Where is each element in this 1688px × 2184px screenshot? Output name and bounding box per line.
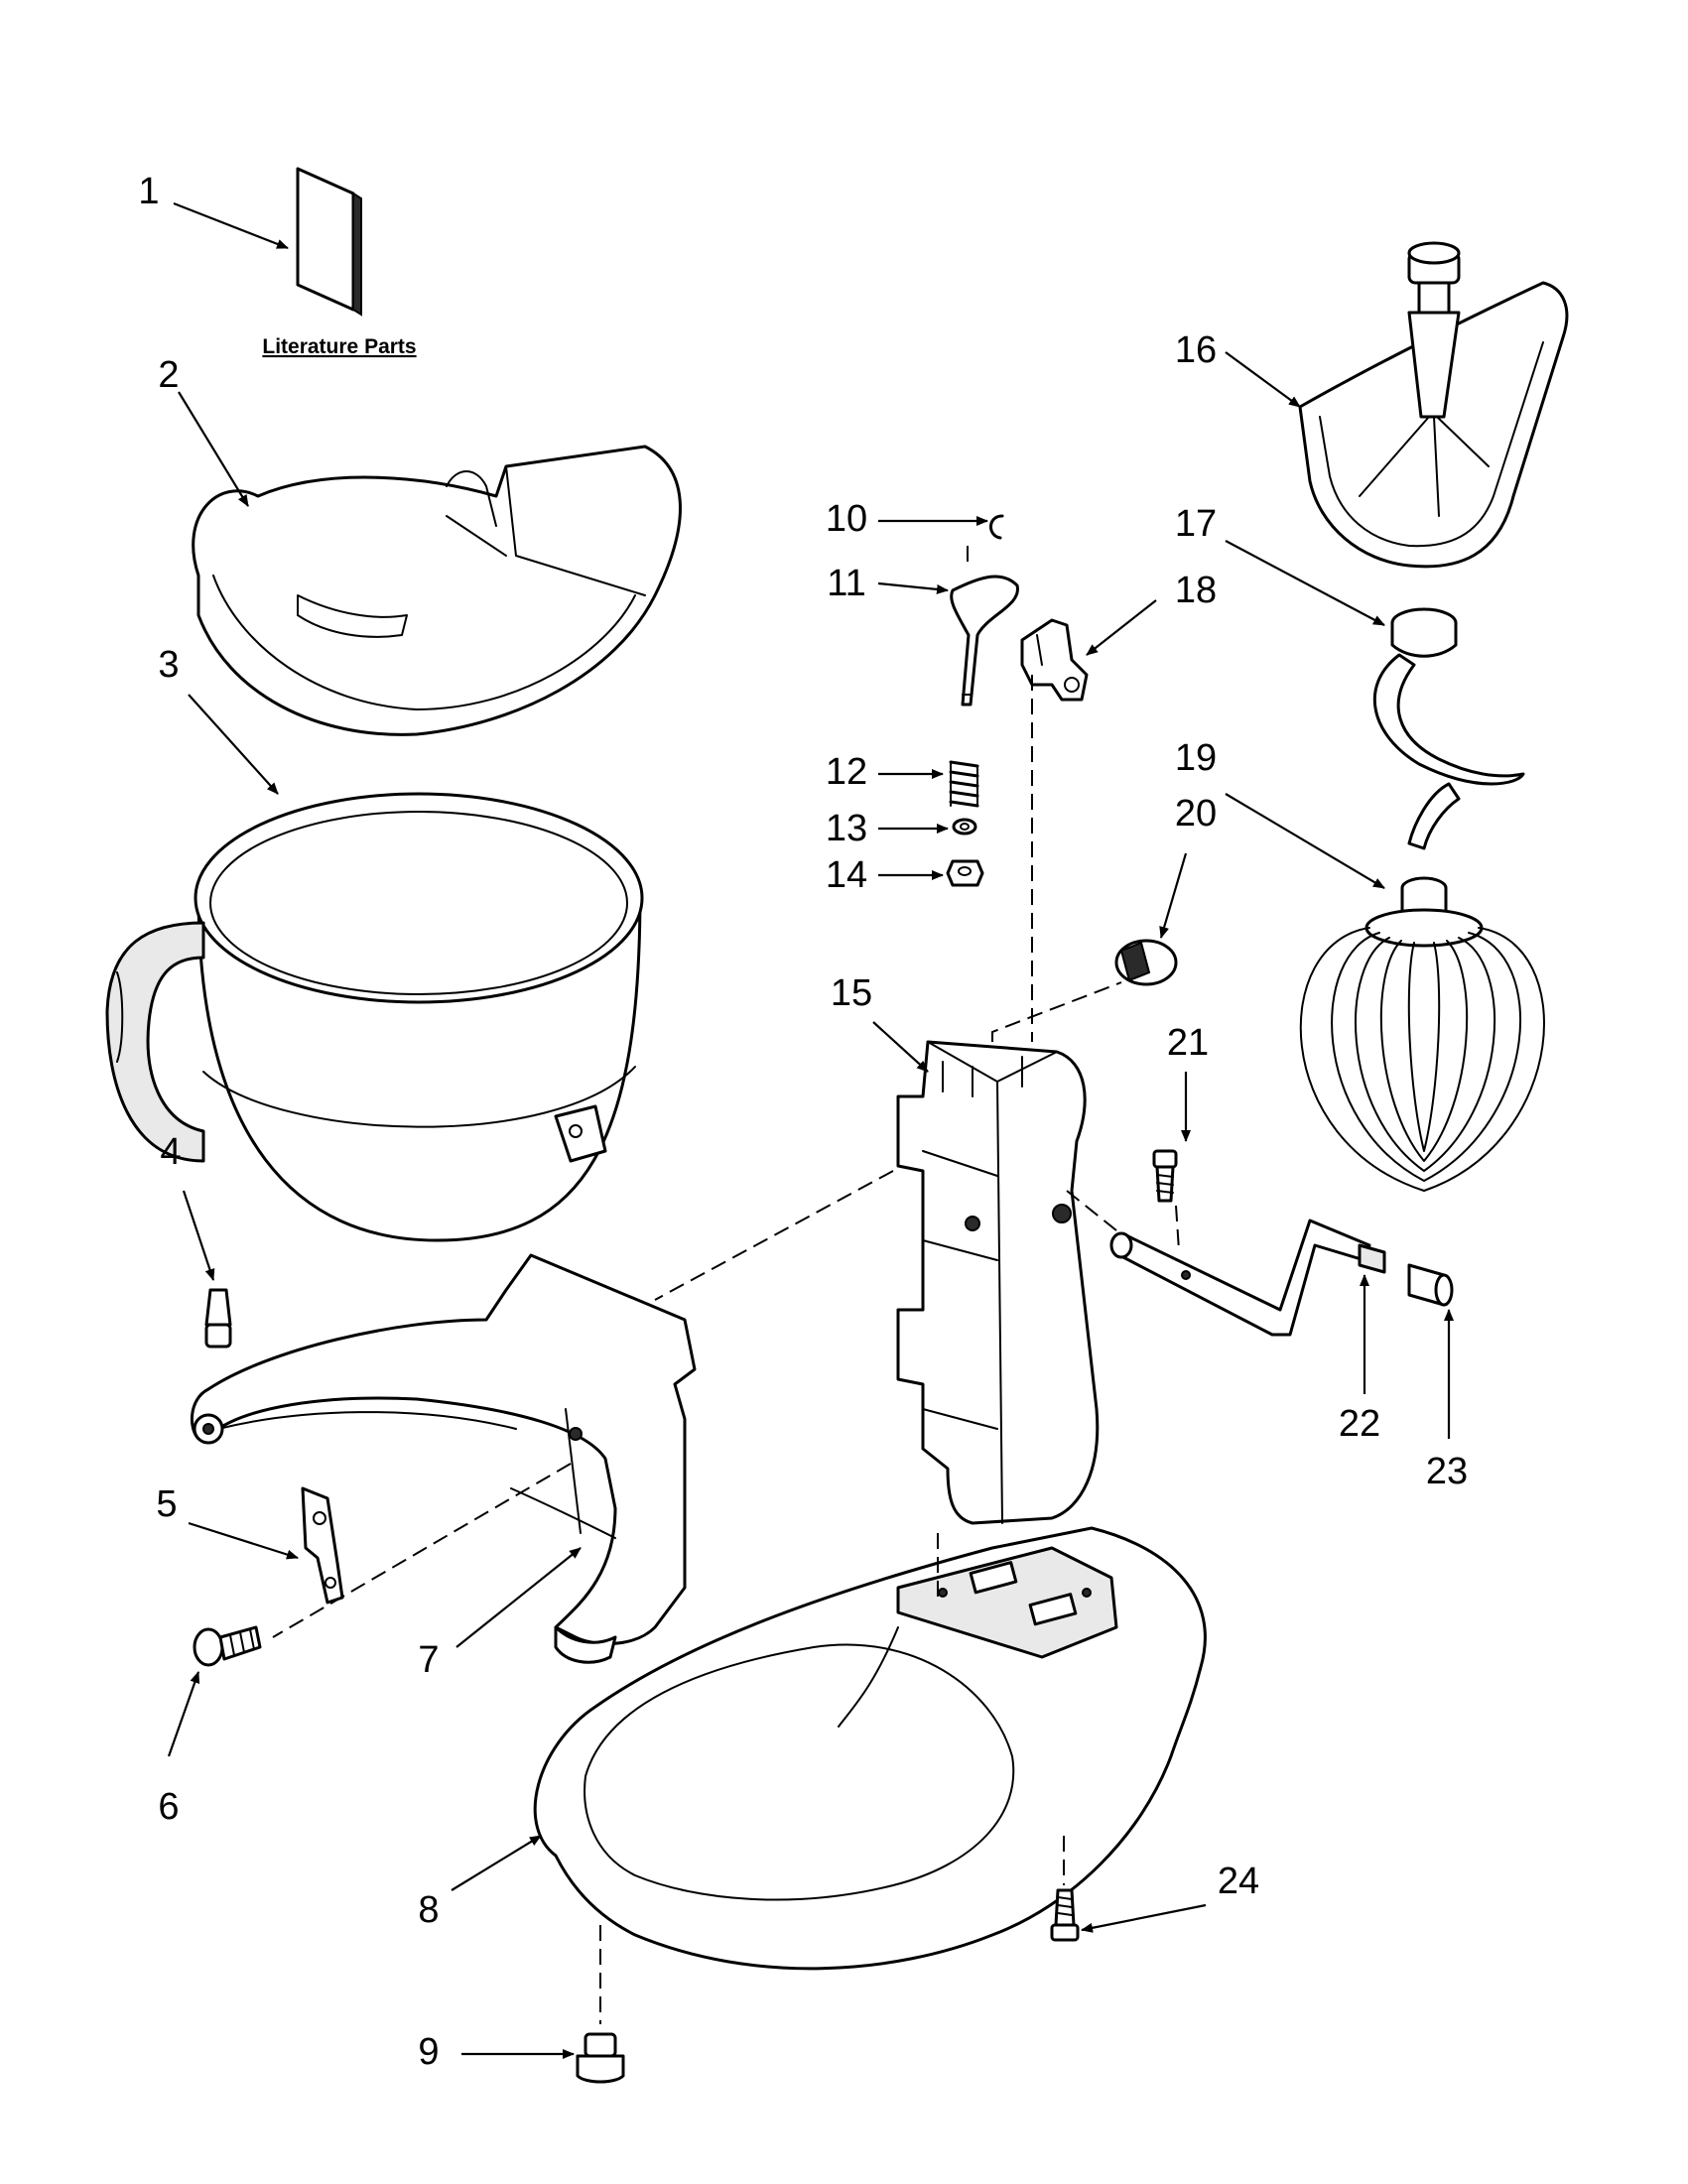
handle-cap — [1407, 1263, 1454, 1307]
callout-10: 10 — [826, 498, 867, 540]
washer — [952, 818, 977, 835]
callout-6: 6 — [158, 1786, 179, 1828]
callout-21: 21 — [1167, 1022, 1209, 1064]
callout-7: 7 — [418, 1639, 439, 1681]
hex-nut — [946, 859, 984, 887]
bowl-pin — [204, 1288, 232, 1349]
callout-1: 1 — [138, 171, 159, 212]
bracket-screw — [193, 1625, 262, 1667]
callout-22: 22 — [1339, 1403, 1380, 1445]
callout-15: 15 — [831, 972, 872, 1014]
callout-23: 23 — [1426, 1451, 1468, 1492]
callout-24: 24 — [1218, 1861, 1259, 1902]
callout-numbers: 1 2 3 4 5 6 7 8 9 10 11 12 13 14 15 16 1… — [138, 171, 1468, 2073]
literature-parts-label: Literature Parts — [262, 335, 416, 358]
lock-lever — [1020, 618, 1089, 702]
mixing-bowl — [105, 792, 644, 1242]
callout-leaders — [167, 201, 1454, 2059]
callout-8: 8 — [418, 1889, 439, 1931]
flat-beater — [1298, 241, 1569, 569]
speed-knob — [1114, 939, 1178, 986]
bowl-lift-handle — [1109, 1219, 1386, 1337]
locking-rod — [950, 575, 1019, 707]
rubber-foot — [576, 2032, 625, 2084]
callout-14: 14 — [826, 854, 867, 896]
literature-parts-booklet: Literature Parts — [262, 167, 417, 358]
callout-17: 17 — [1175, 503, 1217, 545]
callout-11: 11 — [827, 563, 865, 604]
column-housing — [896, 1040, 1100, 1525]
base-screw — [1050, 1888, 1080, 1942]
callout-12: 12 — [826, 751, 867, 793]
lever-screw — [1152, 1149, 1178, 1203]
bowl-clamp-bracket — [301, 1486, 344, 1605]
pouring-shield — [192, 445, 682, 736]
callout-20: 20 — [1175, 793, 1217, 835]
callout-3: 3 — [158, 644, 179, 686]
callout-5: 5 — [156, 1483, 177, 1525]
callout-19: 19 — [1175, 737, 1217, 779]
bowl-bracket — [554, 1104, 607, 1163]
retaining-ring — [989, 514, 1004, 540]
mixer-base — [533, 1526, 1207, 1971]
callout-2: 2 — [158, 354, 179, 396]
callout-4: 4 — [160, 1131, 181, 1173]
bowl-lift-arm — [190, 1253, 697, 1664]
callout-13: 13 — [826, 808, 867, 849]
callout-9: 9 — [418, 2031, 439, 2073]
assembly-lines — [272, 546, 1180, 2024]
wire-whip — [1299, 876, 1545, 1192]
dough-hook — [1372, 607, 1525, 850]
callout-18: 18 — [1175, 570, 1217, 611]
callout-16: 16 — [1175, 329, 1217, 371]
latch-spring — [949, 760, 979, 808]
